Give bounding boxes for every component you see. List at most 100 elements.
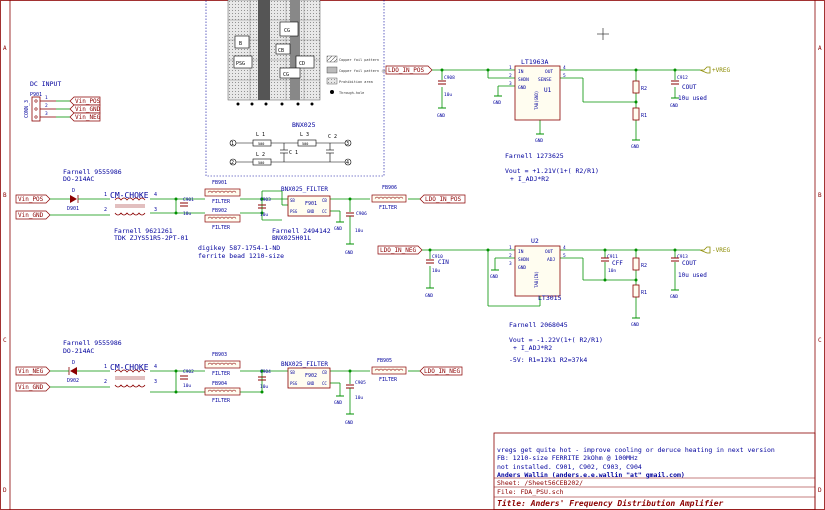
- neg-net-vin-neg[interactable]: Vin_NEG: [18, 368, 44, 375]
- capacitor-c902[interactable]: C902 10u: [180, 369, 194, 389]
- capacitor-c911[interactable]: C911 CFF 10n: [601, 254, 623, 274]
- ferrite-part-number: digikey 587-1754-1-ND: [198, 244, 280, 252]
- svg-text:CD: CD: [299, 61, 305, 67]
- ground-symbol: GND: [334, 221, 344, 232]
- net-vin-neg-label: Vin_NEG: [75, 114, 101, 121]
- svg-text:CB: CB: [322, 198, 327, 203]
- svg-text:C913: C913: [677, 254, 688, 260]
- capacitor-c912[interactable]: C912 COUT 10u used GND: [670, 75, 707, 109]
- ferrite-fb906[interactable]: FB906 FILTER: [371, 185, 407, 211]
- common-mode-choke-pos[interactable]: CM-CHOKE 1 2 4 3: [104, 191, 157, 216]
- svg-text:FILTER: FILTER: [379, 377, 398, 383]
- svg-text:5: 5: [563, 253, 566, 259]
- svg-text:C910: C910: [432, 254, 443, 260]
- ferrite-fb901[interactable]: FB901 FILTER: [204, 180, 241, 205]
- ldo-u2-part: LT3015: [538, 294, 562, 302]
- row-marker-b-right: B: [818, 192, 822, 199]
- net-ldo-in-neg-out[interactable]: LDO_IN_NEG: [424, 368, 461, 375]
- svg-text:3: 3: [154, 379, 157, 385]
- common-mode-choke-neg[interactable]: CM-CHOKE 1 2 4 3: [104, 363, 157, 388]
- capacitor-c904[interactable]: C904 10u: [258, 369, 271, 390]
- ferrite-fb905[interactable]: FB905 FILTER: [371, 358, 407, 383]
- svg-text:FB904: FB904: [212, 381, 227, 387]
- svg-text:D901: D901: [67, 206, 79, 212]
- net-ldo-in-neg[interactable]: LDO_IN_NEG: [380, 247, 417, 254]
- ldo-u1-formula-2: + I_ADJ*R2: [510, 175, 549, 183]
- svg-text:C902: C902: [183, 369, 194, 375]
- svg-text:GND: GND: [631, 144, 639, 150]
- resistor-r1-neg[interactable]: R1: [632, 284, 647, 298]
- power-flag-vreg-neg[interactable]: -VREG: [699, 246, 730, 254]
- choke-value: TDK ZJYS51R5-2PT-01: [114, 234, 188, 242]
- capacitor-c906[interactable]: C906 10u GND: [345, 211, 367, 256]
- svg-text:R1: R1: [641, 113, 647, 119]
- svg-text:FB901: FB901: [212, 180, 227, 186]
- svg-text:COUT: COUT: [682, 260, 697, 267]
- svg-text:500: 500: [258, 142, 264, 146]
- pos-net-vin-gnd[interactable]: Vin_GND: [18, 212, 44, 219]
- svg-text:1: 1: [45, 95, 48, 101]
- resistor-r2-pos[interactable]: R2: [632, 80, 647, 94]
- title-block-sheet: Sheet: /Sheet56CEB202/: [497, 479, 583, 487]
- ferrite-fb903[interactable]: FB903 FILTER: [204, 352, 241, 377]
- bnx-part-number: Farnell 2494142: [272, 227, 331, 235]
- positive-regulator: LDO_IN_POS C908: [385, 58, 730, 183]
- connector-ref: P901: [30, 92, 42, 98]
- diode-d902[interactable]: D D902: [67, 360, 79, 384]
- svg-text:FILTER: FILTER: [212, 199, 231, 205]
- capacitor-c908[interactable]: C908 10u GND: [437, 75, 455, 119]
- svg-text:CG: CG: [284, 28, 290, 34]
- svg-text:FB906: FB906: [382, 185, 397, 191]
- svg-text:SENSE: SENSE: [538, 77, 552, 83]
- power-flag-vreg-pos[interactable]: +VREG: [699, 66, 730, 74]
- svg-text:GND: GND: [670, 294, 678, 300]
- neg-net-vin-gnd[interactable]: Vin_GND: [18, 384, 44, 391]
- ldo-u2-lt3015[interactable]: U2 IN SHDN GND 1 2 3 OUT ADJ 4 5 TAB(IN)…: [509, 237, 566, 302]
- svg-text:Copper foil pattern: Copper foil pattern: [339, 58, 379, 62]
- svg-text:TAB(IN): TAB(IN): [534, 271, 539, 288]
- svg-text:Through-hole: Through-hole: [339, 91, 364, 95]
- svg-text:10u: 10u: [444, 92, 452, 98]
- svg-text:10u: 10u: [183, 383, 191, 389]
- svg-text:10u: 10u: [355, 228, 363, 234]
- capacitor-c903[interactable]: C903 10u: [258, 197, 271, 218]
- resistor-r2-neg[interactable]: R2: [632, 257, 647, 271]
- ferrite-fb902[interactable]: FB902 FILTER: [204, 208, 241, 231]
- svg-text:GND: GND: [535, 138, 543, 144]
- svg-text:4: 4: [154, 364, 157, 370]
- svg-text:2: 2: [509, 253, 512, 259]
- choke-part-number: Farnell 9621261: [114, 227, 173, 235]
- dc-input-connector[interactable]: DC INPUT P901 CONN_3 1 2 3 Vin_POS Vin_G…: [24, 80, 101, 122]
- diode-d901[interactable]: D D901: [67, 188, 79, 212]
- net-ldo-in-pos-out[interactable]: LDO_IN_POS: [425, 196, 462, 203]
- bnx-figure-caption: BNX025: [292, 121, 316, 129]
- d901-value: DO-214AC: [63, 175, 94, 183]
- positive-input-filter: Vin_POS Vin_GND D D901 Farnell 9555986 D…: [15, 168, 466, 260]
- svg-text:1: 1: [104, 364, 107, 370]
- capacitor-c910[interactable]: C910 CIN 10u GND: [425, 254, 449, 299]
- svg-text:R2: R2: [641, 263, 647, 269]
- ferrite-fb904[interactable]: FB904 FILTER: [204, 381, 241, 404]
- svg-text:BNX025_FILTER: BNX025_FILTER: [281, 361, 328, 368]
- svg-text:2: 2: [104, 379, 107, 385]
- title-block: vregs get quite hot - improve cooling or…: [493, 432, 816, 510]
- capacitor-c901[interactable]: C901 10u: [180, 197, 194, 217]
- capacitor-c913[interactable]: C913 COUT 10u used GND: [670, 254, 707, 300]
- resistor-r1-pos[interactable]: R1: [632, 107, 647, 121]
- svg-text:1: 1: [509, 245, 512, 251]
- svg-text:1: 1: [231, 141, 234, 147]
- ldo-u2-order: Farnell 2068045: [509, 321, 568, 329]
- svg-text:L 3: L 3: [300, 132, 309, 138]
- capacitor-c905[interactable]: C905 10u GND: [345, 380, 366, 426]
- svg-text:4: 4: [563, 245, 566, 251]
- net-ldo-in-pos[interactable]: LDO_IN_POS: [388, 67, 425, 74]
- bnx025-filter-f902[interactable]: BNX025_FILTER F902 SB PSG CB GND CC: [281, 361, 331, 389]
- pos-net-vin-pos[interactable]: Vin_POS: [18, 196, 44, 203]
- bnx025-filter-f901[interactable]: BNX025_FILTER F901 SB PSG CB GND CC: [281, 186, 331, 217]
- svg-text:C 2: C 2: [328, 134, 337, 140]
- svg-text:Prohibition area: Prohibition area: [339, 80, 373, 84]
- svg-text:10n: 10n: [608, 268, 616, 274]
- connector-body: [31, 96, 41, 122]
- ldo-u1-lt1963a[interactable]: LT1963A IN SHDN GND 1 2 3 OUT SENSE 4 5 …: [509, 58, 566, 121]
